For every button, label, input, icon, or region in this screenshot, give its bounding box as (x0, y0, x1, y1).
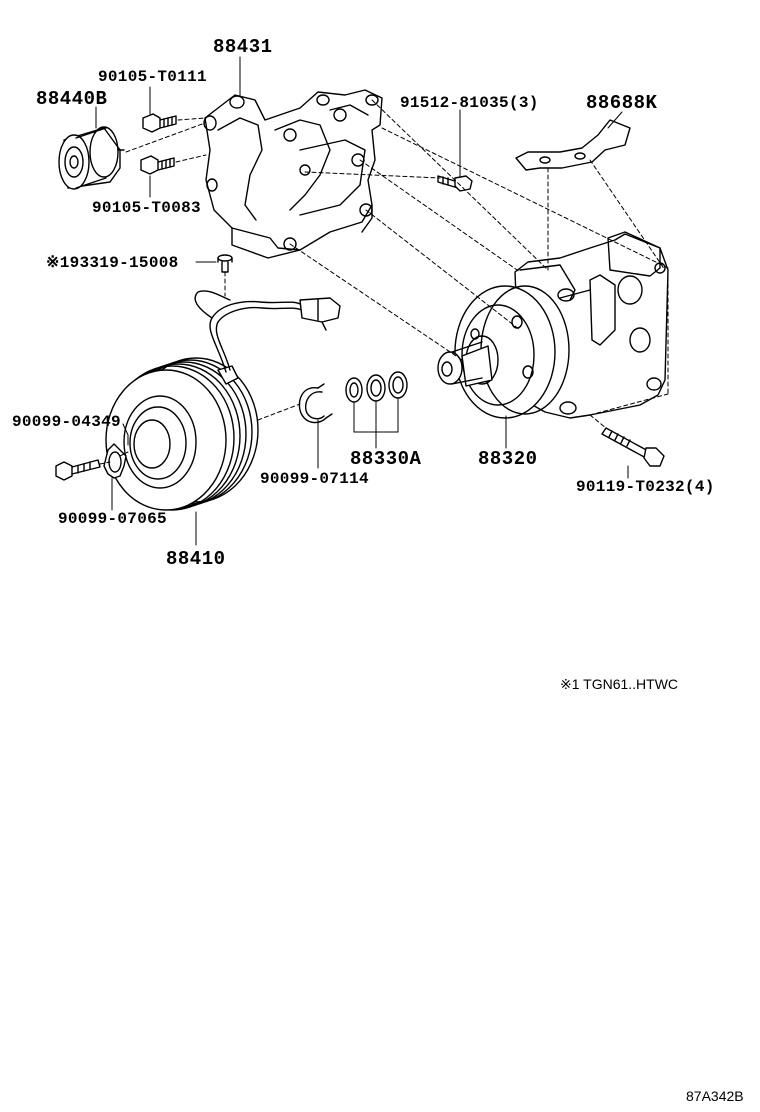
idler-pulley-88440b[interactable] (58, 126, 125, 190)
label-90099-04349[interactable]: 90099-04349 (12, 413, 121, 431)
label-88320[interactable]: 88320 (478, 448, 538, 470)
applicability-note: ※1 TGN61..HTWC (560, 676, 679, 692)
shims-88330a[interactable] (345, 371, 408, 403)
label-193319-15008[interactable]: ※193319-15008 (46, 254, 179, 272)
bolt-90105-t0083[interactable] (140, 155, 175, 175)
clutch-wire-harness (194, 290, 341, 373)
label-88410[interactable]: 88410 (166, 548, 226, 570)
label-88431[interactable]: 88431 (213, 36, 273, 58)
label-90119-t0232[interactable]: 90119-T0232(4) (576, 478, 715, 496)
bolt-90099-04349[interactable] (55, 459, 101, 481)
label-90099-07065[interactable]: 90099-07065 (58, 510, 167, 528)
label-91512-81035[interactable]: 91512-81035(3) (400, 94, 539, 112)
compressor-88320[interactable] (437, 231, 669, 419)
bolt-90105-t0111[interactable] (142, 113, 177, 133)
compressor-bracket-88431[interactable] (203, 89, 383, 259)
label-90105-t0111[interactable]: 90105-T0111 (98, 68, 207, 86)
label-88688k[interactable]: 88688K (586, 92, 658, 114)
diagram-code: 87A342B (686, 1088, 744, 1104)
label-90099-07114[interactable]: 90099-07114 (260, 470, 369, 488)
bolt-91512-81035[interactable] (437, 175, 473, 192)
label-90105-t0083[interactable]: 90105-T0083 (92, 199, 201, 217)
magnet-clutch-88410[interactable] (105, 357, 259, 511)
bracket-88688k[interactable] (515, 119, 631, 171)
bolt-90119-t0232[interactable] (601, 427, 665, 467)
snap-ring-90099-07114[interactable] (298, 383, 333, 424)
label-88440b[interactable]: 88440B (36, 88, 108, 110)
screw-193319-15008[interactable] (217, 254, 233, 273)
assembly-lines (99, 99, 669, 465)
label-88330a[interactable]: 88330A (350, 448, 422, 470)
leader-lines (95, 56, 629, 546)
